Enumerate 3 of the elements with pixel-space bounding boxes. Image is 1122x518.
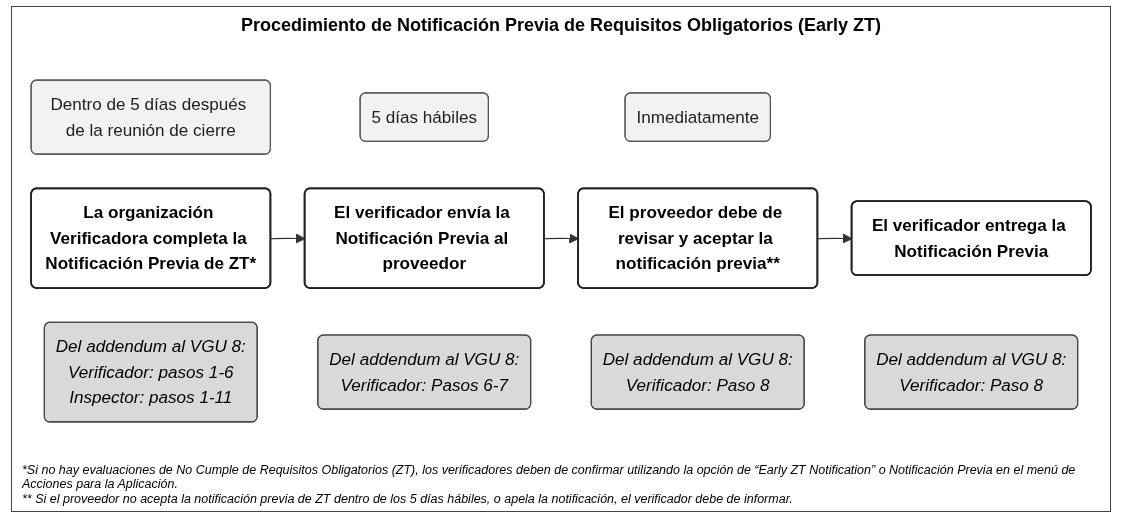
diagram-title: Procedimiento de Notificación Previa de Requisitos Obligatorios (Early ZT)	[239, 15, 883, 36]
footnote: ** Si el proveedor no acepta la notificación previa de ZT dentro de los 5 días hábiles, o apela la notificación, el verificador debe de informar.	[22, 492, 794, 506]
footnote: *Si no hay evaluaciones de No Cumple de Requisitos Obligatorios (ZT), los verificadores deben de confirmar utilizando la opción de “Early ZT Notification” o Notificación Previa en el menú de Acciones para la Aplicación.	[22, 463, 1077, 491]
